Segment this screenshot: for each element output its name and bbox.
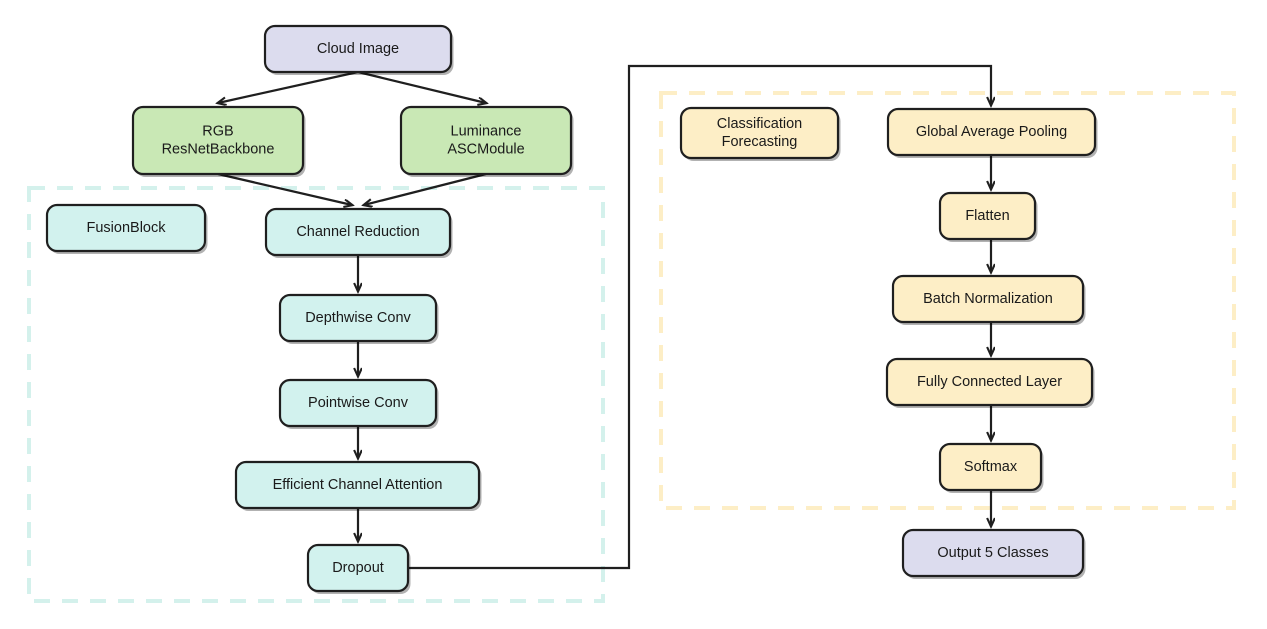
node-box-cloud-image[interactable] [263, 24, 453, 74]
node-box-rgb-resnet-backbone[interactable] [131, 105, 305, 176]
edge-rgb-to-channel-reduction [217, 172, 352, 205]
node-cloud-image[interactable]: Cloud Image [263, 24, 454, 75]
node-box-batch-normalization[interactable] [891, 274, 1085, 324]
node-label-efficient-channel-attention: Efficient Channel Attention [273, 477, 443, 493]
node-box-output-5-classes[interactable] [901, 528, 1085, 578]
node-efficient-channel-attention[interactable]: Efficient Channel Attention [234, 460, 482, 511]
node-flatten[interactable]: Flatten [938, 191, 1038, 242]
node-box-global-average-pooling[interactable] [886, 107, 1097, 157]
node-box-fusion-block[interactable] [45, 203, 207, 253]
node-batch-normalization[interactable]: Batch Normalization [891, 274, 1086, 325]
node-pointwise-conv[interactable]: Pointwise Conv [278, 378, 439, 429]
group-boundaries [27, 91, 1236, 603]
edge-cloud-to-rgb [218, 70, 359, 103]
node-box-dropout[interactable] [306, 543, 410, 593]
node-output-5-classes[interactable]: Output 5 Classes [901, 528, 1086, 579]
edge-luminance-to-channel-reduction [364, 172, 487, 205]
node-label-flatten: Flatten [965, 208, 1009, 224]
edge-dropout-to-global-average-pooling [408, 64, 991, 570]
node-label-classification-forecasting: Classification [717, 116, 802, 132]
node-rgb-resnet-backbone[interactable]: RGB ResNetBackbone [131, 105, 306, 177]
node-box-pointwise-conv[interactable] [278, 378, 438, 428]
node-dropout[interactable]: Dropout [306, 543, 411, 594]
node-label-output-5-classes: Output 5 Classes [937, 545, 1048, 561]
fusion-block-group [27, 186, 605, 603]
node-label-fusion-block: FusionBlock [87, 220, 167, 236]
node-label-depthwise-conv: Depthwise Conv [305, 310, 411, 326]
node-label-batch-normalization: Batch Normalization [923, 291, 1053, 307]
node-box-fully-connected-layer[interactable] [885, 357, 1094, 407]
node-label-channel-reduction: Channel Reduction [296, 224, 419, 240]
node-label-classification-forecasting: Forecasting [722, 134, 798, 150]
node-label-luminance-ascmodule: ASCModule [447, 141, 524, 157]
node-label-dropout: Dropout [332, 560, 384, 576]
connector-edges [217, 64, 991, 570]
node-label-softmax: Softmax [964, 459, 1018, 475]
node-box-luminance-ascmodule[interactable] [399, 105, 573, 176]
node-label-pointwise-conv: Pointwise Conv [308, 395, 409, 411]
node-label-cloud-image: Cloud Image [317, 41, 399, 57]
node-box-channel-reduction[interactable] [264, 207, 452, 257]
node-depthwise-conv[interactable]: Depthwise Conv [278, 293, 439, 344]
node-label-rgb-resnet-backbone: ResNetBackbone [162, 141, 275, 157]
node-label-fully-connected-layer: Fully Connected Layer [917, 374, 1062, 390]
node-box-classification-forecasting[interactable] [679, 106, 840, 160]
node-box-efficient-channel-attention[interactable] [234, 460, 481, 510]
node-softmax[interactable]: Softmax [938, 442, 1044, 493]
edge-cloud-to-luminance [357, 70, 486, 103]
node-label-luminance-ascmodule: Luminance [451, 123, 522, 139]
node-label-rgb-resnet-backbone: RGB [202, 123, 233, 139]
node-fully-connected-layer[interactable]: Fully Connected Layer [885, 357, 1095, 408]
node-box-depthwise-conv[interactable] [278, 293, 438, 343]
node-global-average-pooling[interactable]: Global Average Pooling [886, 107, 1098, 158]
node-box-flatten[interactable] [938, 191, 1037, 241]
classification-forecasting-group [659, 91, 1236, 510]
node-channel-reduction[interactable]: Channel Reduction [264, 207, 453, 258]
node-box-softmax[interactable] [938, 442, 1043, 492]
node-fusion-block[interactable]: FusionBlock [45, 203, 208, 254]
node-label-global-average-pooling: Global Average Pooling [916, 124, 1067, 140]
